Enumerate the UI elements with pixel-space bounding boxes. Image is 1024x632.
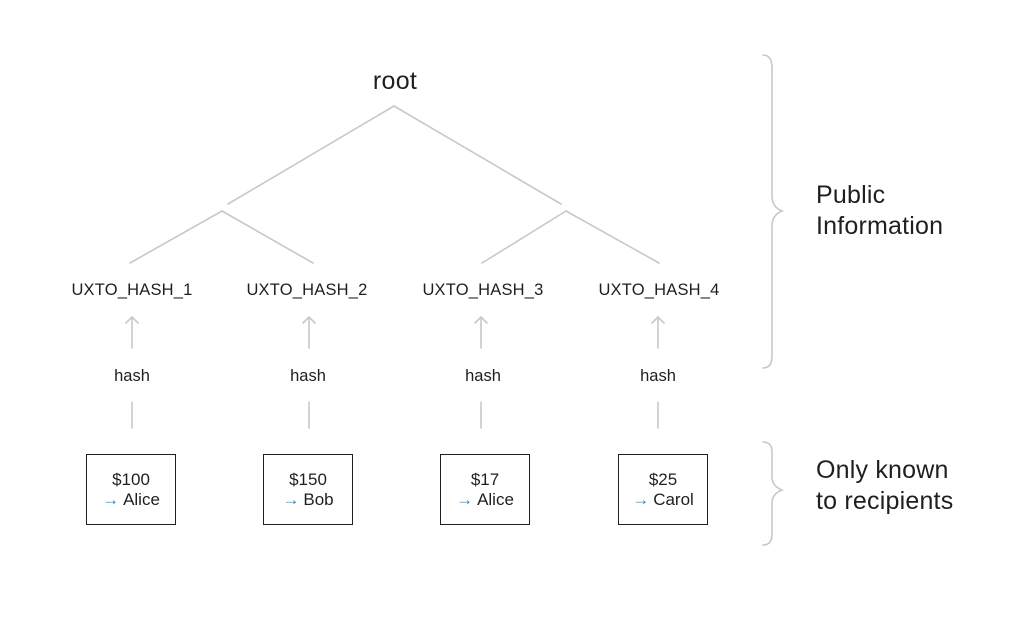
tree-edge (481, 210, 567, 264)
up-arrow-icon (125, 315, 139, 349)
utxo-box-2: $150 →Bob (263, 454, 353, 525)
private-information-label: Only known to recipients (816, 455, 953, 517)
right-arrow-icon: → (632, 490, 650, 509)
utxo-recipient: Alice (477, 490, 514, 509)
tree-edge (221, 210, 314, 264)
utxo-recipient-row: →Carol (619, 490, 707, 510)
utxo-recipient-row: →Bob (264, 490, 352, 510)
right-arrow-icon: → (282, 490, 300, 509)
hash-node-3: UXTO_HASH_3 (422, 281, 544, 299)
private-label-line-1: Only known (816, 456, 949, 484)
utxo-amount: $100 (112, 470, 150, 489)
utxo-amount: $17 (470, 470, 500, 489)
hash-node-2: UXTO_HASH_2 (246, 281, 368, 299)
utxo-box-1: $100 →Alice (86, 454, 176, 525)
hash-node-1: UXTO_HASH_1 (71, 281, 193, 299)
utxo-recipient-row: →Alice (441, 490, 529, 510)
public-information-label: Public Information (816, 180, 943, 242)
tree-edge (393, 105, 562, 205)
public-label-line-2: Information (816, 212, 944, 240)
utxo-amount: $150 (289, 470, 327, 489)
hash-function-label: hash (114, 367, 150, 385)
utxo-recipient-row: →Alice (87, 490, 175, 510)
public-label-line-1: Public (816, 181, 886, 209)
private-label-line-2: to recipients (816, 487, 954, 515)
brace-private-icon (762, 441, 785, 546)
up-arrow-icon (474, 315, 488, 349)
brace-public-icon (762, 54, 785, 369)
up-arrow-icon (651, 315, 665, 349)
hash-function-label: hash (640, 367, 676, 385)
utxo-recipient: Carol (653, 490, 694, 509)
hash-function-label: hash (290, 367, 326, 385)
hash-function-label: hash (465, 367, 501, 385)
utxo-amount: $25 (648, 470, 678, 489)
tree-edge (227, 105, 395, 205)
tree-edge (565, 210, 660, 264)
utxo-recipient: Alice (123, 490, 160, 509)
root-node-label: root (372, 67, 418, 95)
tree-edge (129, 210, 223, 264)
right-arrow-icon: → (102, 490, 120, 509)
utxo-box-3: $17 →Alice (440, 454, 530, 525)
hash-node-4: UXTO_HASH_4 (598, 281, 720, 299)
right-arrow-icon: → (456, 490, 474, 509)
up-arrow-icon (302, 315, 316, 349)
utxo-recipient: Bob (303, 490, 334, 509)
utxo-box-4: $25 →Carol (618, 454, 708, 525)
